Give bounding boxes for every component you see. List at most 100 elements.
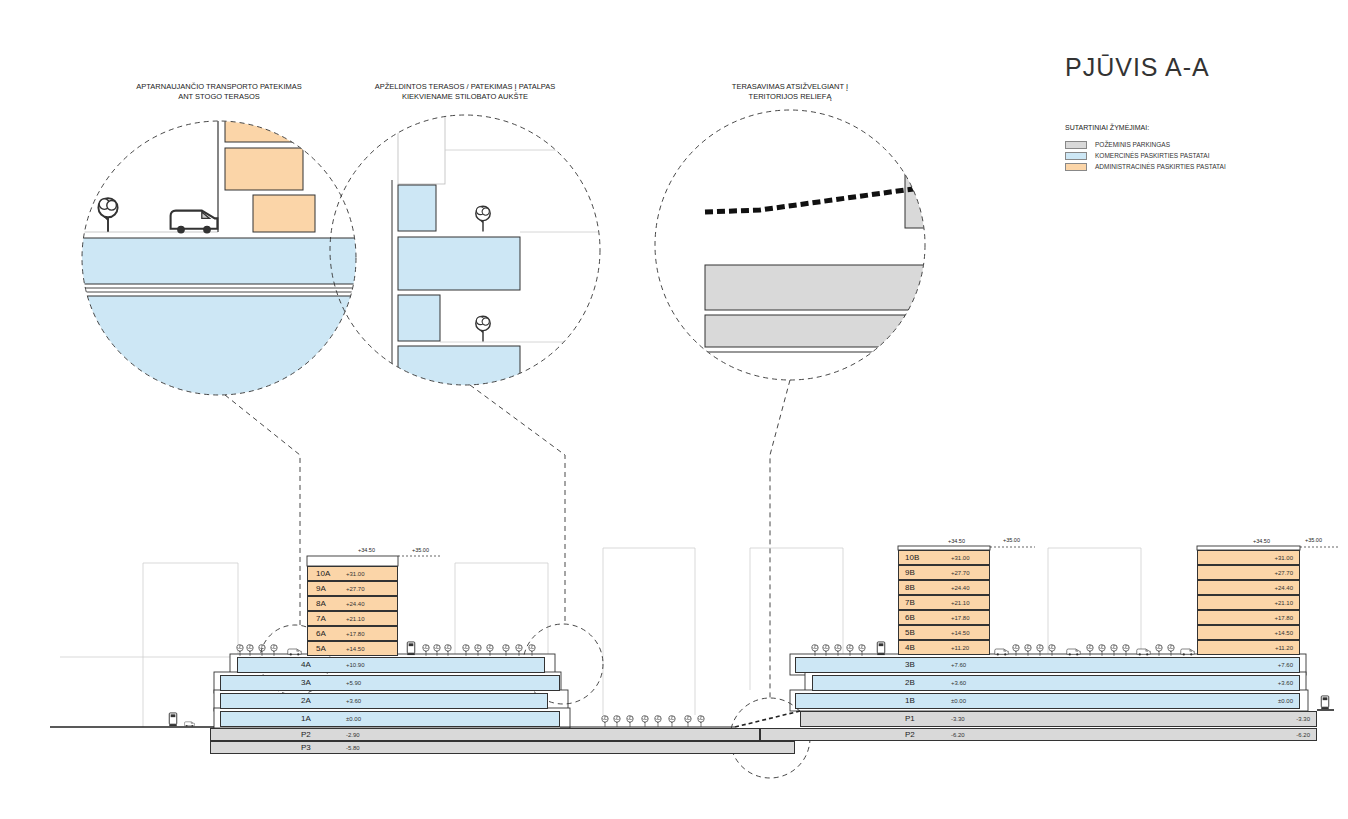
van bbox=[288, 649, 302, 656]
frame bbox=[214, 708, 570, 728]
tree bbox=[476, 206, 490, 231]
floor-label: 6A bbox=[315, 630, 327, 638]
floor-label: 5A bbox=[315, 645, 327, 653]
level-mark: -3.30 bbox=[950, 716, 966, 722]
floor-label: 9B bbox=[904, 569, 916, 577]
level-mark: +5.90 bbox=[345, 680, 362, 686]
legend-swatch bbox=[1065, 152, 1087, 160]
tree bbox=[529, 645, 535, 656]
tree bbox=[602, 716, 608, 727]
tree bbox=[247, 645, 253, 656]
parapet bbox=[307, 556, 398, 566]
floor-label: 10A bbox=[315, 570, 331, 578]
tree bbox=[434, 645, 440, 656]
legend-swatch bbox=[1065, 163, 1087, 171]
tree bbox=[847, 645, 853, 656]
height-mark: +34.50 bbox=[358, 548, 375, 554]
level-mark: +21.10 bbox=[345, 616, 366, 622]
floor-band: 7A +21.10 bbox=[307, 611, 398, 626]
floor-label: P3 bbox=[300, 744, 312, 752]
legend-row: ADMINISTRACINĖS PASKIRTIES PASTATAI bbox=[1065, 162, 1325, 172]
tree bbox=[627, 716, 633, 727]
parking-slab bbox=[705, 352, 930, 392]
floor-band: 1B±0.00±0.00 bbox=[795, 693, 1300, 709]
tree bbox=[823, 645, 829, 656]
level-mark: +17.80 bbox=[950, 615, 971, 621]
floor-band: 8B +24.40 bbox=[898, 580, 990, 595]
floor-label: 3B bbox=[904, 661, 916, 669]
level-mark: +3.60 bbox=[345, 698, 362, 704]
legend-text: ADMINISTRACINĖS PASKIRTIES PASTATAI bbox=[1095, 163, 1226, 171]
floor-band: 3A+5.90 bbox=[220, 675, 560, 691]
truck bbox=[877, 642, 885, 655]
van bbox=[1137, 649, 1151, 656]
level-mark: -2.90 bbox=[345, 732, 361, 738]
level-mark: +31.00 bbox=[1273, 555, 1294, 561]
level-mark: +3.60 bbox=[1277, 680, 1294, 686]
van bbox=[171, 211, 218, 234]
ground-lines bbox=[50, 547, 1340, 727]
detail-terracing bbox=[705, 105, 930, 392]
frame bbox=[790, 654, 1306, 675]
truck bbox=[169, 713, 177, 726]
commercial-slab bbox=[80, 238, 370, 284]
floor-label: 7A bbox=[315, 615, 327, 623]
floor-label: 8B bbox=[904, 584, 916, 592]
tree bbox=[487, 645, 493, 656]
leader-line bbox=[770, 380, 790, 698]
level-mark: -6.20 bbox=[1295, 732, 1311, 738]
legend-swatch bbox=[1065, 141, 1087, 149]
tree bbox=[475, 645, 481, 656]
tree bbox=[669, 716, 675, 727]
level-mark: +17.80 bbox=[1273, 615, 1294, 621]
tree bbox=[859, 645, 865, 656]
level-mark: -3.30 bbox=[1295, 716, 1311, 722]
bg-outline bbox=[603, 548, 695, 715]
tree bbox=[614, 716, 620, 727]
tree bbox=[812, 645, 818, 656]
tree bbox=[642, 716, 648, 727]
tree bbox=[1037, 645, 1043, 656]
level-mark: +11.20 bbox=[950, 645, 970, 651]
detail-service-access bbox=[80, 108, 370, 406]
tree bbox=[445, 645, 451, 656]
legend-row: KOMERCINĖS PASKIRTIES PASTATAI bbox=[1065, 151, 1325, 161]
detail-circle bbox=[330, 115, 600, 385]
level-mark: +27.70 bbox=[1273, 570, 1294, 576]
floor-band: +27.70 bbox=[1197, 565, 1300, 580]
commercial-floor bbox=[398, 295, 440, 341]
tree bbox=[1123, 645, 1129, 656]
tree bbox=[1111, 645, 1117, 656]
level-mark: +24.40 bbox=[1273, 585, 1294, 591]
tree bbox=[1168, 645, 1174, 656]
height-mark: +35.00 bbox=[1003, 538, 1020, 544]
floor-label: 8A bbox=[315, 600, 327, 608]
callout-heading: APTARNAUJANČIO TRANSPORTO PATEKIMAS ANT … bbox=[129, 82, 309, 102]
commercial-slab bbox=[80, 296, 370, 406]
floor-label: 7B bbox=[904, 599, 916, 607]
level-mark: +21.10 bbox=[950, 600, 971, 606]
level-mark: +24.40 bbox=[950, 585, 971, 591]
parking-wall bbox=[905, 170, 930, 228]
floor-band: P1-3.30-3.30 bbox=[800, 711, 1317, 727]
level-mark: +7.60 bbox=[950, 662, 967, 668]
tree bbox=[1156, 645, 1162, 656]
floor-label: 6B bbox=[904, 614, 916, 622]
floor-label: 2B bbox=[904, 679, 916, 687]
callout-heading: TERASAVIMAS ATSIŽVELGIANT Į TERITORIJOS … bbox=[720, 82, 860, 102]
tree bbox=[1013, 645, 1019, 656]
level-mark: ±0.00 bbox=[1277, 698, 1294, 704]
floor-band: P2-2.90 bbox=[210, 728, 760, 741]
podium-frames bbox=[214, 546, 1308, 728]
tree bbox=[516, 645, 522, 656]
tree bbox=[423, 645, 429, 656]
frame bbox=[214, 672, 561, 693]
frame bbox=[805, 672, 1306, 693]
ground bbox=[1317, 709, 1334, 711]
frame bbox=[230, 654, 555, 675]
office-block bbox=[225, 148, 303, 190]
frame-line bbox=[392, 180, 393, 400]
floor-band: +14.50 bbox=[1197, 625, 1300, 640]
floor-band: P2-6.20-6.20 bbox=[760, 728, 1317, 741]
terrain-slope bbox=[735, 711, 800, 727]
